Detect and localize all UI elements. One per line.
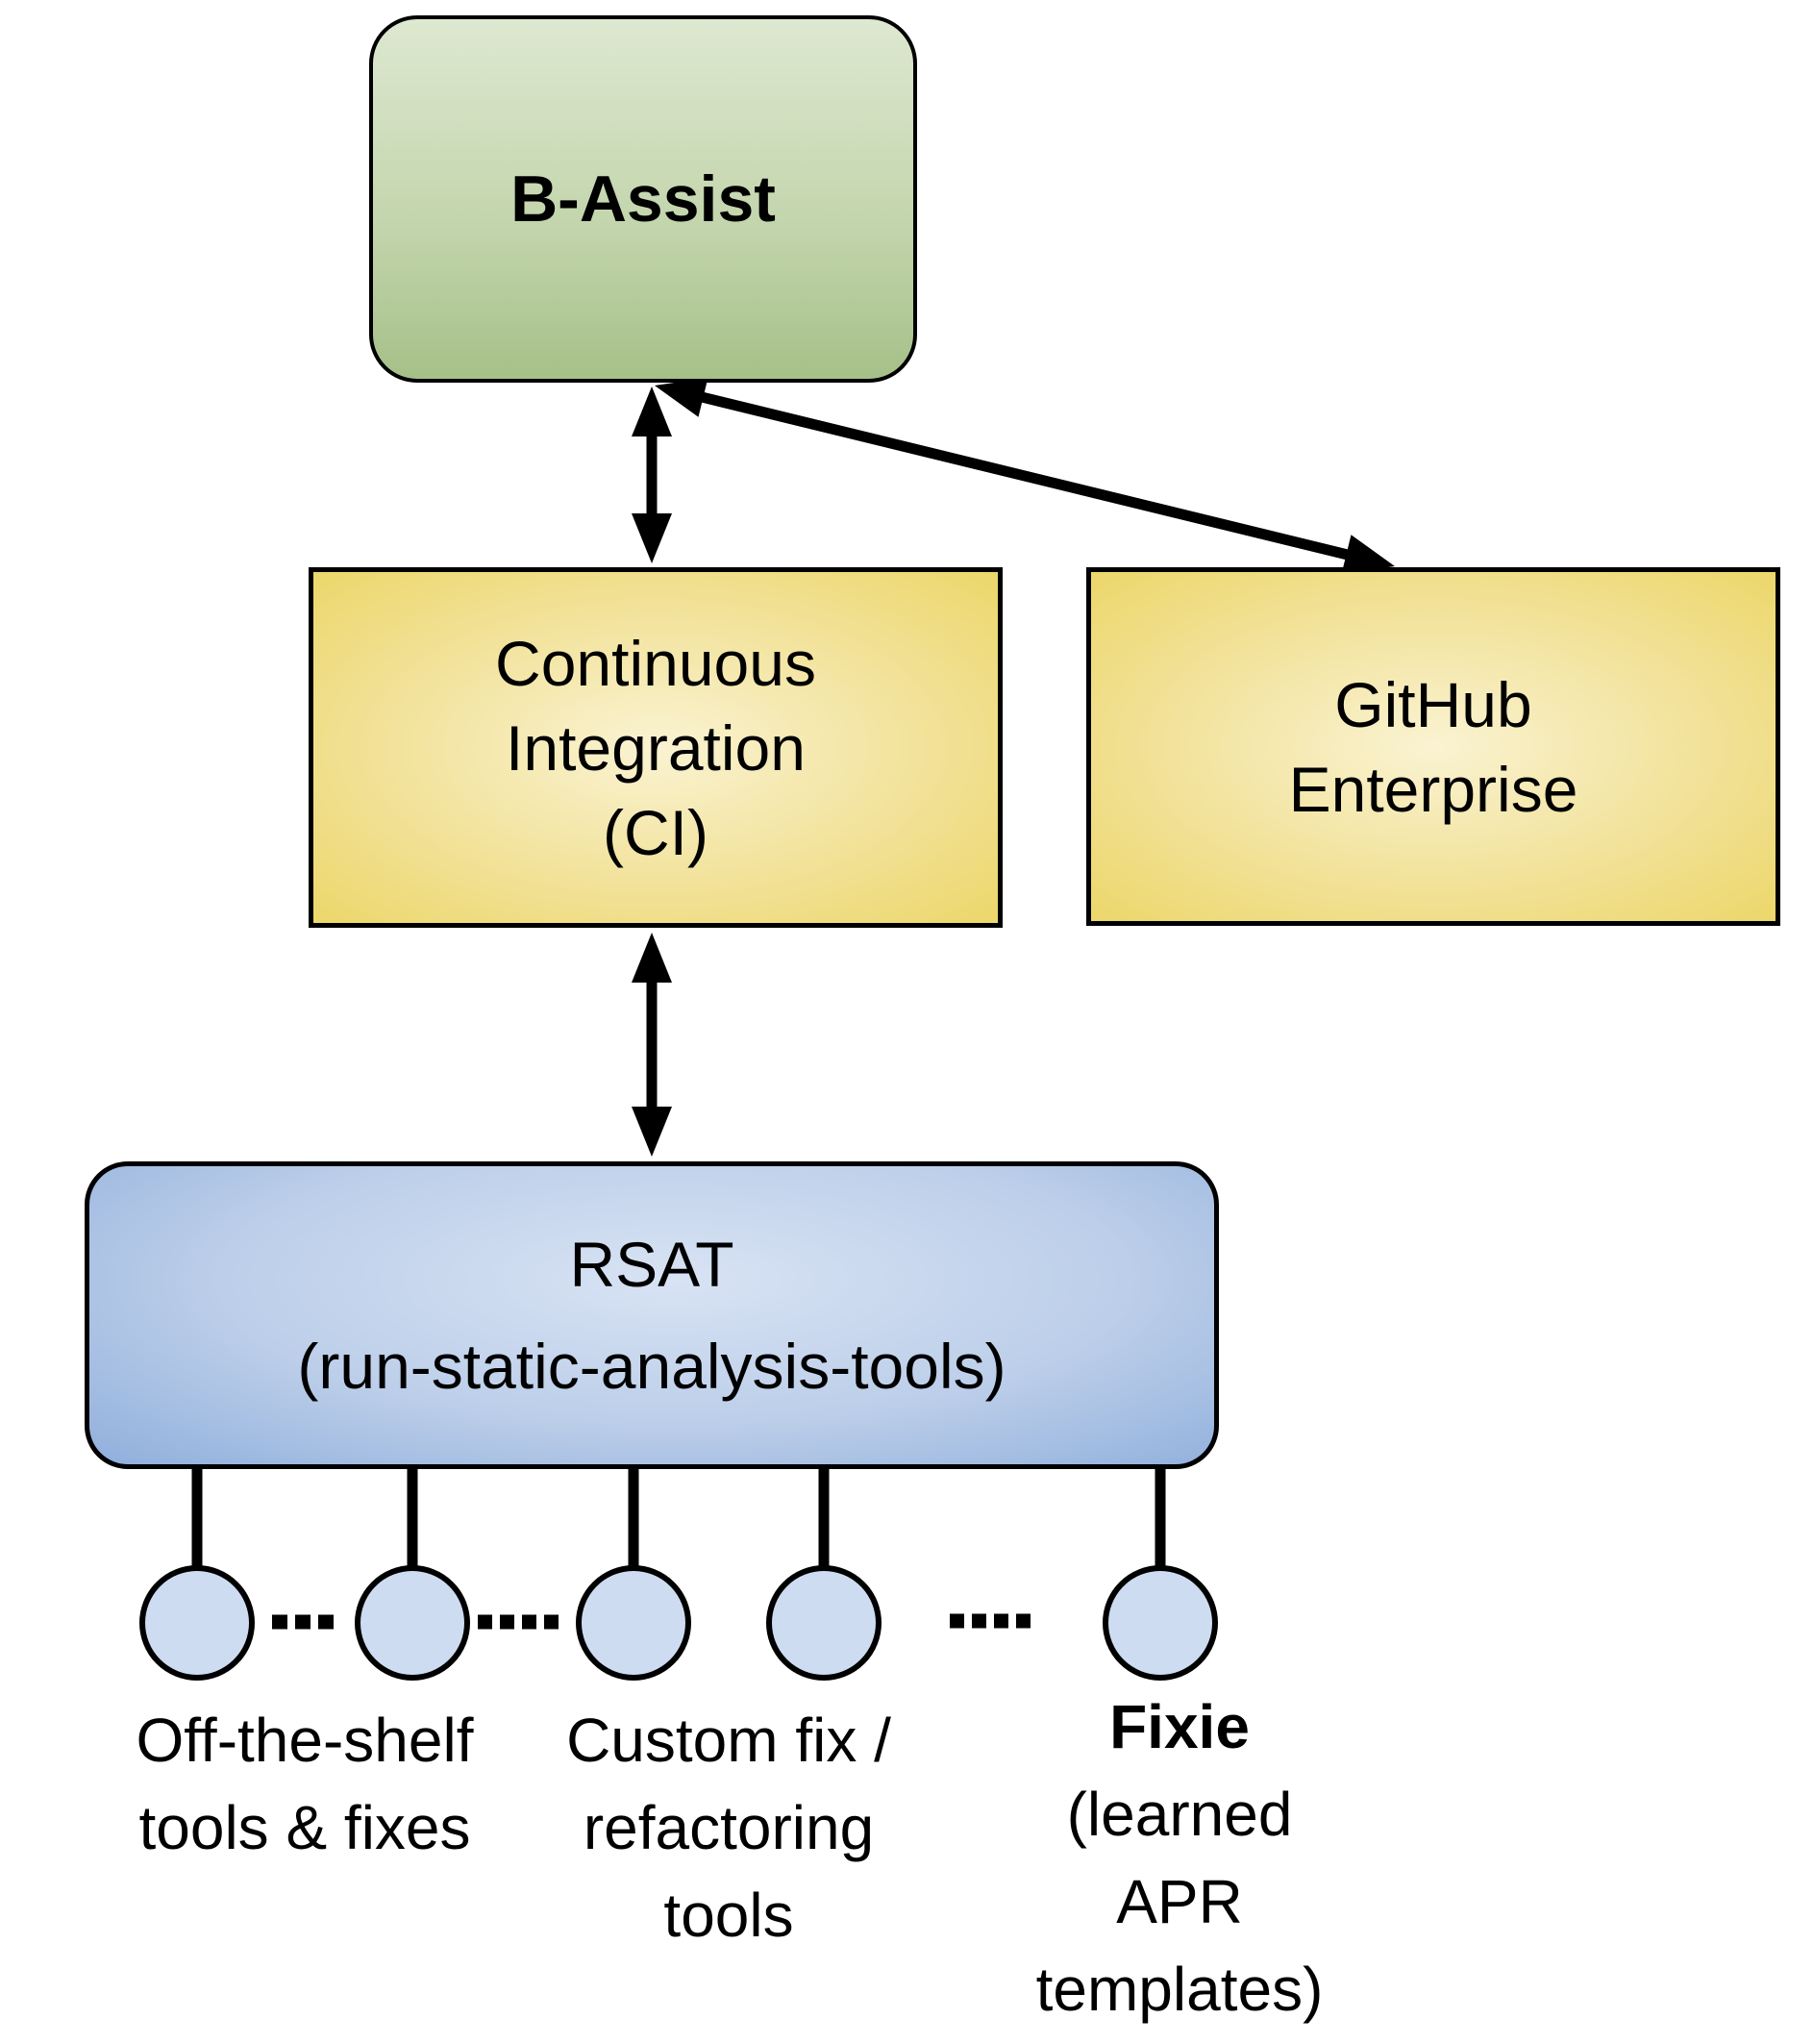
node-rsat-line: (run-static-analysis-tools) xyxy=(297,1331,1006,1402)
tool-label-line: Fixie xyxy=(1109,1692,1250,1761)
arrowhead-up-icon xyxy=(632,386,672,436)
tool-circle xyxy=(766,1565,882,1681)
node-github-line: Enterprise xyxy=(1288,753,1578,825)
arrow-bassist-github xyxy=(655,377,1395,575)
tool-label-line: Off-the-shelf xyxy=(136,1706,474,1775)
node-rsat-line: RSAT xyxy=(569,1229,734,1300)
node-github-enterprise: GitHub Enterprise xyxy=(1086,567,1780,926)
node-ci: Continuous Integration (CI) xyxy=(309,567,1003,928)
tool-label-off-the-shelf: Off-the-shelf tools & fixes xyxy=(137,1697,474,1872)
tool-label-line: tools & fixes xyxy=(138,1793,471,1862)
tool-label-fixie: Fixie (learned APR templates) xyxy=(1036,1683,1324,2033)
arrowhead-up-icon xyxy=(632,933,672,983)
arrow-ci-rsat xyxy=(632,933,672,1157)
tool-label-line: templates) xyxy=(1035,1955,1324,2024)
arrow-bassist-ci xyxy=(632,386,672,563)
arrowhead-down-icon xyxy=(632,513,672,563)
tool-circle xyxy=(1103,1565,1218,1681)
node-rsat: RSAT (run-static-analysis-tools) xyxy=(85,1161,1219,1469)
arrowhead-downright-icon xyxy=(1341,535,1395,575)
tool-label-line: APR xyxy=(1116,1867,1243,1936)
node-ci-line: Continuous xyxy=(495,627,816,699)
tool-circle xyxy=(355,1565,470,1681)
node-github-line: GitHub xyxy=(1334,668,1532,740)
tool-label-line: (learned xyxy=(1066,1780,1293,1849)
node-b-assist: B-Assist xyxy=(369,15,917,383)
node-b-assist-label: B-Assist xyxy=(510,162,776,236)
tool-label-line: Custom fix / xyxy=(566,1706,891,1775)
node-ci-line: Integration xyxy=(506,711,806,784)
tool-label-line: refactoring xyxy=(583,1793,875,1862)
arrowhead-down-icon xyxy=(632,1107,672,1157)
tool-label-line: tools xyxy=(663,1881,794,1950)
tool-circle xyxy=(139,1565,255,1681)
node-ci-line: (CI) xyxy=(603,796,708,868)
arrowhead-upleft-icon xyxy=(655,377,708,417)
arrow-bassist-github-shaft xyxy=(695,390,1354,561)
tool-label-custom-fix: Custom fix / refactoring tools xyxy=(566,1697,891,1959)
tool-circle xyxy=(576,1565,691,1681)
